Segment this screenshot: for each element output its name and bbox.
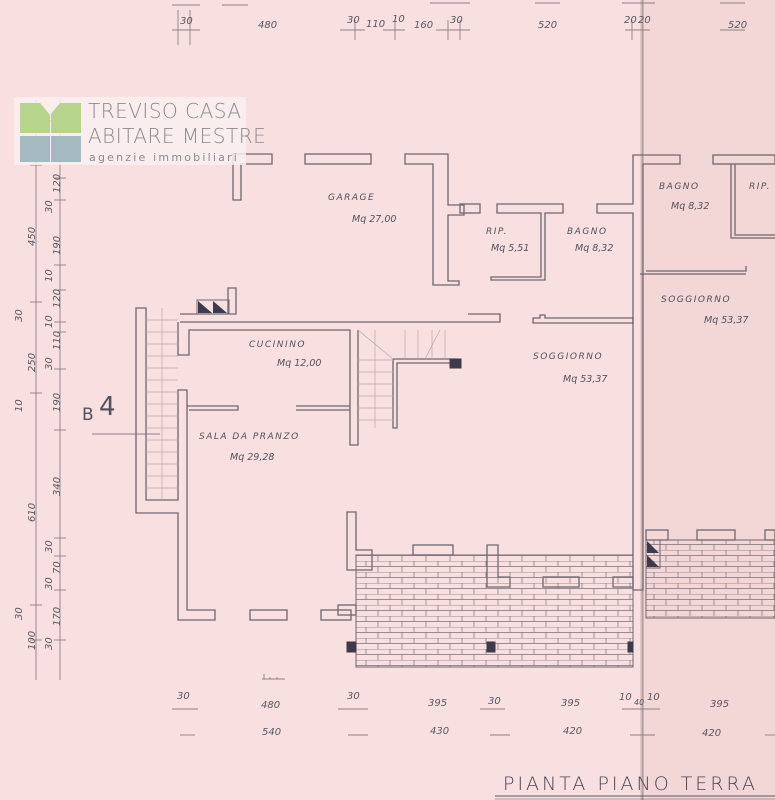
dim-left-450: 450 [27, 227, 38, 246]
dim-bot-10a: 10 [619, 692, 632, 703]
logo-line2: ABITARE MESTRE [88, 124, 267, 148]
room-area-cucinino: Mq 12,00 [277, 358, 321, 369]
room-name-garage: GARAGE [328, 193, 375, 203]
room-area-rip: Mq 5,51 [491, 243, 529, 254]
dim-bot-30b: 30 [347, 691, 360, 702]
room-name-soggiorno: SOGGIORNO [533, 352, 603, 362]
dim-inner-30d: 30 [44, 540, 55, 553]
dim-top-520a: 520 [538, 20, 557, 31]
dim-left-30b: 30 [14, 607, 25, 620]
section-marker-number: 4 [99, 392, 116, 422]
room-name-bagno: BAGNO [567, 227, 608, 237]
dim-inner-190b: 190 [52, 393, 63, 412]
dim-bot-480: 480 [261, 700, 280, 711]
room-area-soggiorno: Mq 53,37 [563, 374, 607, 385]
dim-inner-30f: 30 [44, 637, 55, 650]
dim-top-30a: 30 [180, 16, 193, 27]
bottom-dimension-lines [172, 708, 775, 736]
dim-top-480: 480 [258, 20, 277, 31]
staircase-left [146, 308, 178, 500]
dim-bot-395a: 395 [428, 698, 447, 709]
dim-bot-395c: 395 [710, 699, 729, 710]
dim-inner-170: 170 [52, 607, 63, 626]
logo-mark-blue-left [20, 136, 50, 162]
dim-top-10: 10 [392, 14, 405, 25]
room-name-sala-da-pranzo: SALA DA PRANZO [199, 432, 300, 442]
dim-bot2-420a: 420 [563, 726, 582, 737]
dim-inner-110: 110 [52, 331, 63, 350]
dim-inner-340: 340 [52, 477, 63, 496]
pillar [346, 641, 357, 653]
room-area-bagno-right: Mq 8,32 [671, 201, 709, 212]
room-area-sala-da-pranzo: Mq 29,28 [230, 452, 274, 463]
dim-bot-10b: 10 [647, 692, 660, 703]
dim-left-250: 250 [27, 353, 38, 372]
dim-inner-120b: 120 [52, 289, 63, 308]
staircase-center [357, 329, 446, 428]
dim-inner-30c: 30 [44, 357, 55, 370]
dim-inner-70: 70 [52, 561, 63, 574]
room-name-rip-right: RIP. [749, 182, 771, 192]
dim-inner-190a: 190 [52, 236, 63, 255]
dim-top-520b: 520 [728, 20, 747, 31]
room-name-soggiorno-right: SOGGIORNO [661, 295, 731, 305]
dim-inner-120a: 120 [52, 174, 63, 193]
room-name-cucinino: CUCININO [249, 340, 306, 350]
logo-mark-blue-right [51, 136, 81, 162]
room-name-rip: RIP. [486, 227, 508, 237]
dim-bot-40: 40 [634, 698, 644, 707]
dim-left-10: 10 [14, 399, 25, 412]
top-dimension-lines [172, 2, 745, 45]
left-dimension-lines [30, 100, 66, 680]
room-area-garage: Mq 27,00 [352, 214, 396, 225]
scale-mark [262, 674, 285, 680]
dim-bot-30a: 30 [177, 691, 190, 702]
room-area-soggiorno-right: Mq 53,37 [704, 315, 748, 326]
dim-left-100: 100 [27, 631, 38, 650]
room-area-bagno: Mq 8,32 [575, 243, 613, 254]
dim-bot2-430: 430 [430, 726, 449, 737]
dim-inner-10a: 10 [44, 269, 55, 282]
paper-right-sheet [644, 0, 775, 800]
dim-top-20b: 20 [638, 15, 651, 26]
terrace-tiles-right [645, 539, 775, 619]
dim-bot-395b: 395 [561, 698, 580, 709]
dim-top-160: 160 [414, 20, 433, 31]
pillar [486, 641, 496, 653]
room-name-bagno-right: BAGNO [659, 182, 700, 192]
logo-line3: agenzie immobiliari [89, 151, 240, 164]
dim-bot2-540: 540 [262, 727, 281, 738]
section-marker-letter: B [82, 405, 94, 425]
dim-inner-30e: 30 [44, 577, 55, 590]
dim-inner-30b: 30 [44, 200, 55, 213]
dim-top-30b: 30 [347, 15, 360, 26]
pillar [449, 358, 462, 369]
dim-top-20a: 20 [624, 15, 637, 26]
logo-notch [40, 103, 60, 115]
plan-title: PIANTA PIANO TERRA [503, 773, 758, 795]
pillar [627, 641, 634, 653]
logo-line1: TREVISO CASA [88, 99, 242, 123]
dim-left-30a: 30 [14, 309, 25, 322]
dim-top-110: 110 [366, 19, 385, 30]
dim-left-610: 610 [27, 503, 38, 522]
dim-top-30c: 30 [450, 15, 463, 26]
chimney-blocks [196, 299, 661, 569]
dim-bot2-420b: 420 [702, 728, 721, 739]
dim-inner-10b: 10 [44, 315, 55, 328]
dim-bot-30c: 30 [488, 696, 501, 707]
